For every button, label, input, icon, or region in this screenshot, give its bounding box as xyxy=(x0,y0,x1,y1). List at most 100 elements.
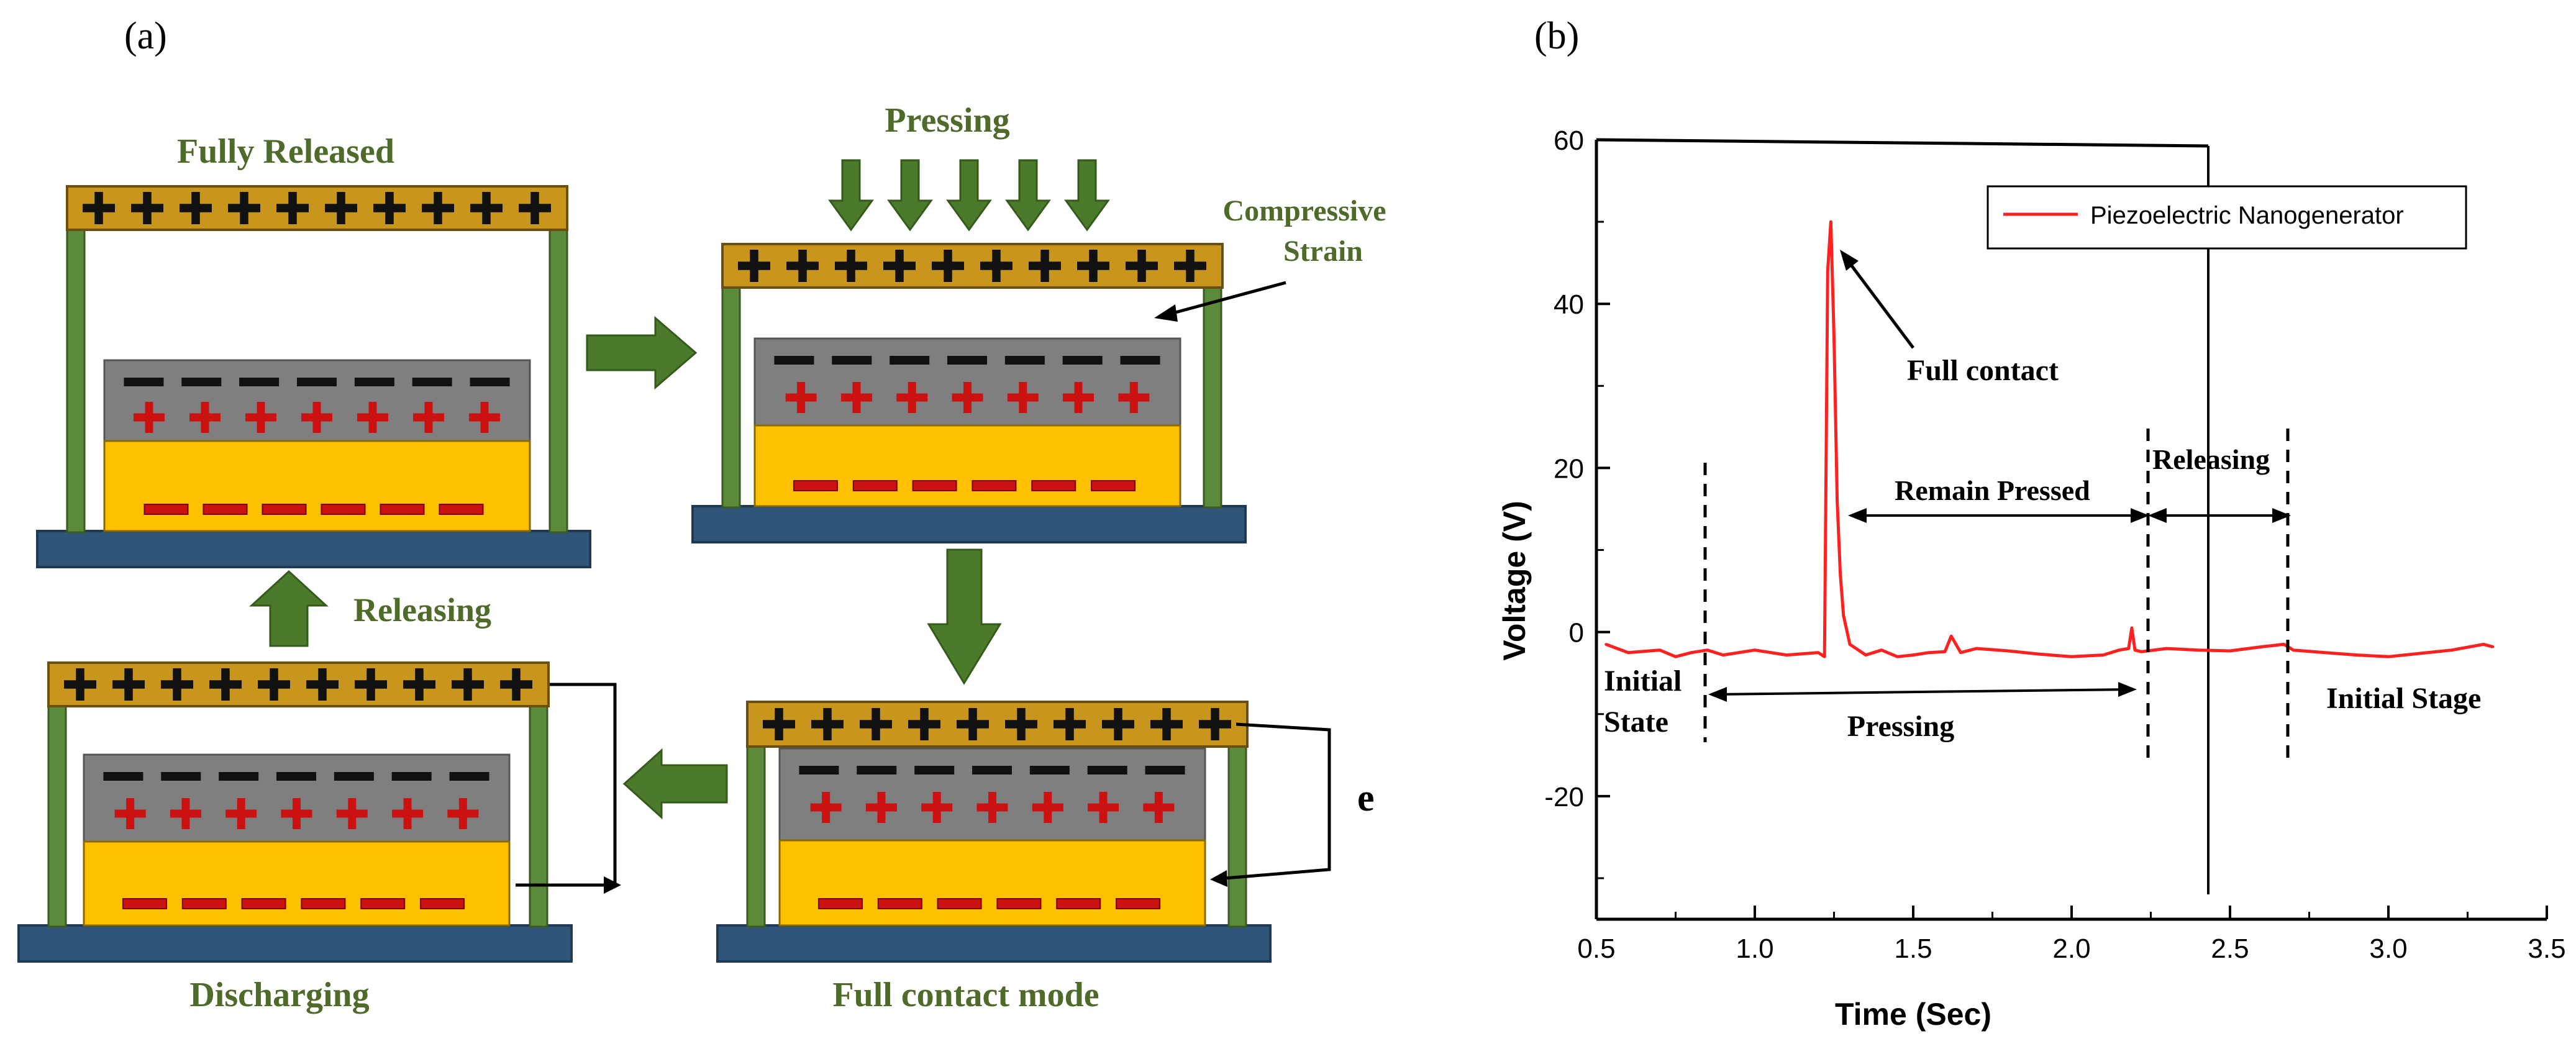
pressing-arrow xyxy=(1064,159,1110,232)
plus-sign xyxy=(348,798,357,829)
device-full-contact xyxy=(716,701,1331,963)
plus-sign xyxy=(385,192,394,224)
data-point xyxy=(2118,648,2121,652)
minus-sign xyxy=(832,356,872,365)
minus-sign xyxy=(470,378,510,386)
positive-charges-top xyxy=(83,192,551,224)
positive-layer xyxy=(83,840,511,927)
data-point xyxy=(2134,648,2136,652)
x-axis-label: Time (Sec) xyxy=(1835,997,1991,1032)
data-point xyxy=(2419,652,2421,655)
data-point xyxy=(2197,648,2200,652)
external-circuit-wire xyxy=(550,683,617,887)
arrowhead xyxy=(2148,508,2167,523)
data-point xyxy=(2324,651,2326,654)
minus-sign xyxy=(857,766,897,775)
negative-charges-red xyxy=(793,480,1136,491)
data-point xyxy=(2039,653,2041,656)
pressing-arrow xyxy=(1005,159,1051,232)
data-point xyxy=(1959,651,1962,654)
pressing-arrow xyxy=(828,159,874,232)
positive-charges-red xyxy=(114,798,479,829)
minus-sign xyxy=(420,898,465,909)
annot-full-contact-pointer xyxy=(1847,260,1914,349)
data-point xyxy=(2492,645,2495,648)
minus-sign xyxy=(1004,356,1045,365)
data-point xyxy=(1690,651,1693,654)
y-tick-label: 0 xyxy=(1569,618,1584,648)
annot-releasing: Releasing xyxy=(2152,443,2270,475)
minus-sign xyxy=(297,378,337,386)
annot-initial-stage: Initial Stage xyxy=(2326,682,2481,715)
label-pressing: Pressing xyxy=(885,101,1009,140)
plus-sign xyxy=(1099,792,1108,823)
negative-charges xyxy=(124,378,510,386)
label-discharging: Discharging xyxy=(189,976,369,1014)
series-points xyxy=(1604,220,2495,658)
plus-sign xyxy=(908,382,916,413)
minus-sign xyxy=(947,356,987,365)
label-releasing: Releasing xyxy=(353,591,491,629)
plus-sign xyxy=(872,708,880,740)
plus-sign xyxy=(847,250,855,282)
plus-sign xyxy=(463,668,472,701)
plus-sign xyxy=(221,668,230,701)
annot-pressing: Pressing xyxy=(1847,710,1954,743)
plus-sign xyxy=(750,250,758,282)
plus-sign xyxy=(366,668,375,701)
frame-left xyxy=(746,744,766,928)
positive-charges-top xyxy=(64,668,532,701)
plus-sign xyxy=(482,192,491,224)
data-point xyxy=(2140,650,2143,653)
data-point xyxy=(2451,648,2453,652)
minus-sign xyxy=(122,898,167,909)
plus-sign xyxy=(992,250,1001,282)
minus-sign xyxy=(103,772,143,781)
minus-sign xyxy=(1116,898,1161,909)
frame-right xyxy=(1227,744,1247,928)
plus-sign xyxy=(403,798,412,829)
negative-charges xyxy=(103,772,489,781)
plot-frame-top xyxy=(1596,138,2209,148)
minus-sign xyxy=(301,898,346,909)
annot-full-contact-pointer-head xyxy=(1840,250,1859,271)
plus-sign xyxy=(797,382,806,413)
x-tick-label: 2.5 xyxy=(2211,934,2249,964)
arrow-up-to-fully-released xyxy=(249,570,329,647)
plus-sign xyxy=(798,250,807,282)
plus-sign xyxy=(434,192,442,224)
external-circuit-wire xyxy=(1217,722,1331,881)
minus-sign xyxy=(972,480,1017,491)
minus-sign xyxy=(912,480,957,491)
data-point xyxy=(1674,655,1677,658)
data-point xyxy=(2007,650,2009,652)
plus-sign xyxy=(823,708,832,740)
annot-initial: Initial xyxy=(1604,665,1682,697)
plus-sign xyxy=(1211,708,1219,740)
minus-sign xyxy=(449,772,489,781)
plus-sign xyxy=(458,798,467,829)
plus-sign xyxy=(968,708,977,740)
x-tick-label: 1.0 xyxy=(1736,934,1773,964)
arrow-down-to-full-contact xyxy=(927,548,1002,685)
minus-sign xyxy=(1029,766,1070,775)
minus-sign xyxy=(774,356,814,365)
plus-sign xyxy=(293,798,301,829)
minus-sign xyxy=(1145,766,1185,775)
plus-sign xyxy=(368,402,377,433)
annot-pressing-span xyxy=(1714,688,2131,696)
positive-layer xyxy=(778,839,1206,927)
minus-sign xyxy=(241,898,286,909)
positive-layer xyxy=(753,424,1181,507)
minus-sign xyxy=(181,378,222,386)
base-plate xyxy=(716,924,1272,963)
data-point xyxy=(1944,650,1946,653)
minus-sign xyxy=(799,766,839,775)
external-circuit-arrowhead xyxy=(604,876,621,894)
minus-sign xyxy=(890,356,930,365)
plus-sign xyxy=(480,402,489,433)
x-tick-label: 3.5 xyxy=(2528,934,2565,964)
